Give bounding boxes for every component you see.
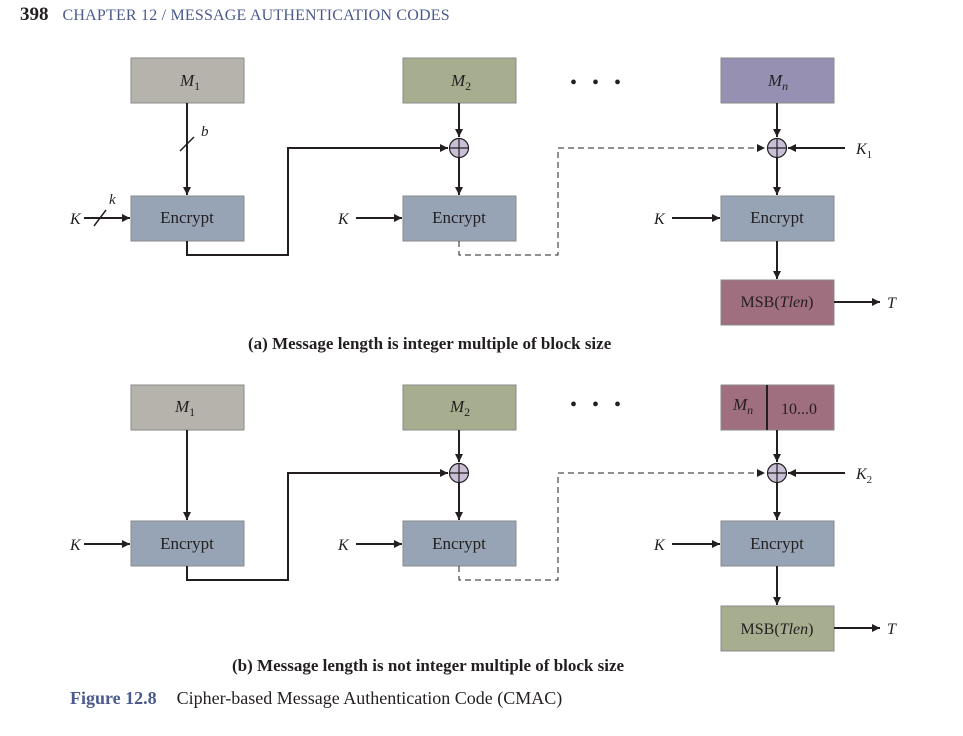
a-encrypt-2-label: Encrypt — [432, 208, 486, 227]
b-encrypt-2 — [402, 520, 517, 567]
b-subkey-label: K2 — [855, 466, 872, 486]
a-m1-label: M1 — [179, 71, 200, 93]
diagram-a: M1 M2 • • • Mn Encrypt Encrypt Encrypt M… — [69, 57, 897, 326]
b-ellipsis: • • • — [570, 394, 621, 416]
a-m1-block — [130, 57, 245, 104]
b-padding-label: 10...0 — [781, 401, 817, 418]
caption-b: (b) Message length is not integer multip… — [232, 656, 625, 675]
a-enc2-dashed-chain — [458, 144, 765, 256]
b-key-label-2: K — [337, 537, 350, 554]
b-m2-label: M2 — [449, 397, 470, 419]
a-k-slash — [93, 209, 107, 227]
b-encrypt-1-label: Encrypt — [160, 534, 214, 553]
a-subkey-label: K1 — [855, 141, 872, 161]
b-key-label-1: K — [69, 537, 82, 554]
b-msb-label: MSB(Tlen) — [741, 621, 814, 638]
a-tag-label: T — [887, 295, 897, 312]
b-m1-label: M1 — [174, 397, 195, 419]
a-block-width-label: b — [201, 124, 209, 140]
page-number: 398 — [20, 4, 49, 25]
b-encrypt-2-label: Encrypt — [432, 534, 486, 553]
b-tag-label: T — [887, 621, 897, 638]
a-encrypt-2 — [402, 195, 517, 242]
a-key-label-2: K — [337, 211, 350, 228]
a-b-slash — [179, 136, 195, 152]
b-mn-block — [720, 384, 768, 431]
b-enc2-dashed-chain — [458, 469, 765, 581]
a-m2-label: M2 — [450, 71, 471, 93]
b-encrypt-n — [720, 520, 835, 567]
a-encrypt-n — [720, 195, 835, 242]
a-encrypt-n-label: Encrypt — [750, 208, 804, 227]
b-encrypt-n-label: Encrypt — [750, 534, 804, 553]
a-encrypt-1 — [130, 195, 245, 242]
b-xor-n — [766, 462, 788, 484]
a-key-label-n: K — [653, 211, 666, 228]
b-key-label-n: K — [653, 537, 666, 554]
b-padding-block — [766, 384, 835, 431]
figure-caption: Figure 12.8 Cipher-based Message Authenti… — [70, 688, 562, 709]
caption-a: (a) Message length is integer multiple o… — [248, 334, 612, 353]
chapter-title: CHAPTER 12 / MESSAGE AUTHENTICATION CODE… — [62, 7, 450, 24]
b-mn-label: Mn — [732, 395, 753, 417]
a-key-label-1: K — [69, 211, 82, 228]
a-mn-label: Mn — [767, 71, 788, 93]
b-msb-block — [720, 605, 835, 652]
figure-title: Cipher-based Message Authentication Code… — [176, 688, 563, 708]
a-key-width-label: k — [109, 192, 116, 208]
a-xor-1 — [448, 137, 470, 159]
b-xor-1 — [448, 462, 470, 484]
a-msb-label: MSB(Tlen) — [741, 294, 814, 311]
a-enc1-to-xor1 — [186, 144, 448, 256]
page-header: 398 CHAPTER 12 / MESSAGE AUTHENTICATION … — [20, 4, 450, 30]
a-encrypt-1-label: Encrypt — [160, 208, 214, 227]
figure-label: Figure 12.8 — [70, 688, 157, 708]
a-xor-n — [766, 137, 788, 159]
b-encrypt-1 — [130, 520, 245, 567]
diagram-b: M1 M2 • • • Mn 10...0 Encrypt Encrypt En… — [69, 384, 897, 652]
b-enc1-to-xor1 — [186, 469, 448, 581]
a-ellipsis: • • • — [570, 72, 621, 94]
